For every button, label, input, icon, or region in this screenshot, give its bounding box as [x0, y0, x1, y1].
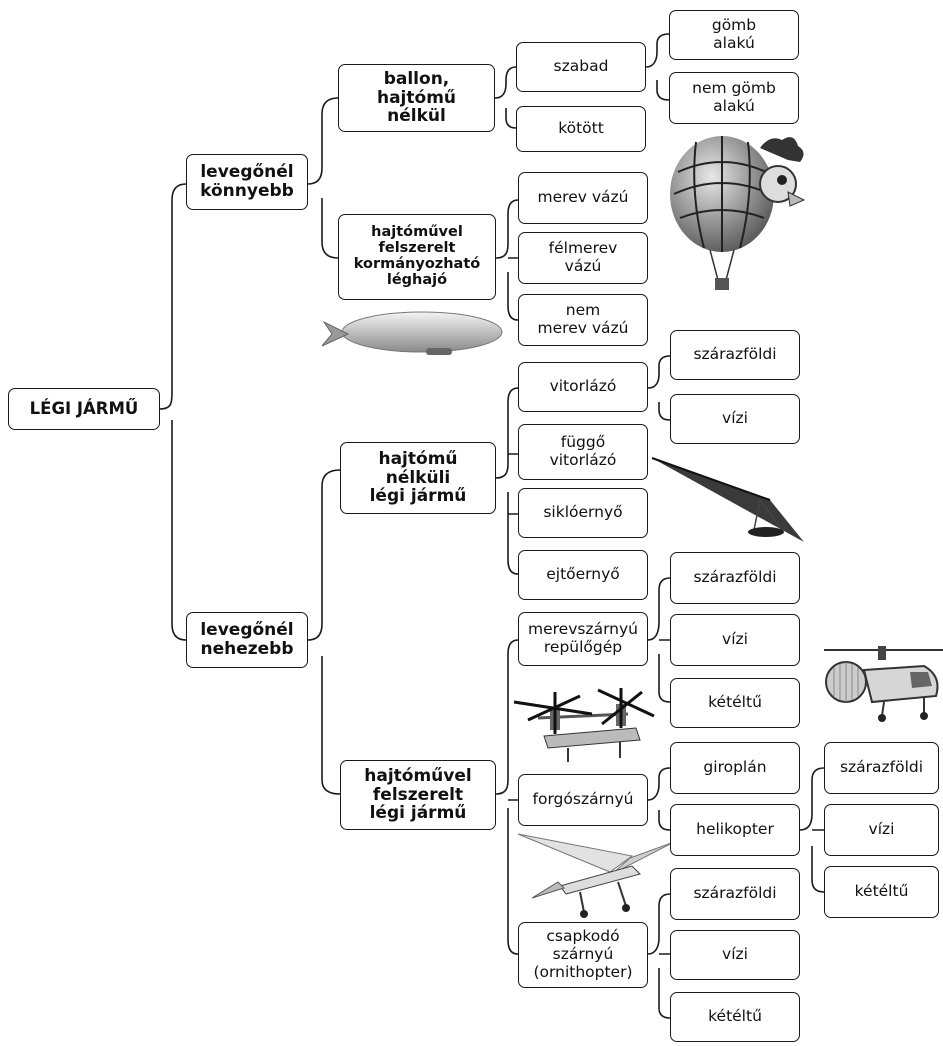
airship-image [321, 311, 503, 355]
node-lighter-than-air: levegőnél könnyebb [186, 154, 308, 210]
connector-helicopter [799, 767, 825, 893]
node-ornithopter-land: szárazföldi [670, 868, 800, 920]
connector-ornithopter [647, 893, 671, 1019]
node-paraglider: siklóernyő [518, 488, 648, 538]
node-rigid: merev vázú [518, 172, 648, 224]
hang-glider-image [651, 457, 804, 542]
node-hang-glider: függő vitorlázó [518, 424, 648, 480]
helicopter-image [824, 646, 943, 722]
connector-rotary [647, 767, 671, 831]
node-root: LÉGI JÁRMŰ [8, 388, 160, 430]
connector-unpowered [495, 387, 519, 575]
connector-glider [647, 355, 671, 421]
node-autogyro: giroplán [670, 742, 800, 794]
connector-heavier [307, 469, 341, 795]
connector-airship [495, 199, 519, 321]
node-balloon: ballon, hajtómű nélkül [338, 64, 495, 132]
node-fixed-wing-amphibious: kétéltű [670, 678, 800, 728]
node-rotary-wing: forgószárnyú [518, 774, 648, 826]
node-tethered-balloon: kötött [516, 106, 646, 152]
connector-balloon [494, 66, 517, 129]
node-non-rigid: nem merev vázú [518, 294, 648, 346]
node-helicopter: helikopter [670, 804, 800, 856]
node-glider: vitorlázó [518, 362, 648, 412]
node-helicopter-amphibious: kétéltű [824, 866, 939, 918]
node-glider-water: vízi [670, 394, 800, 444]
connector-lighter [307, 97, 339, 259]
node-ornithopter: csapkodó szárnyú (ornithopter) [518, 922, 648, 988]
connector-root [159, 183, 187, 641]
node-unpowered-aircraft: hajtómű nélküli légi jármű [340, 442, 496, 514]
ornithopter-image [517, 833, 674, 918]
connector-fixedwing [647, 577, 671, 703]
node-fixed-wing-water: vízi [670, 614, 800, 666]
connector-powered [495, 639, 519, 955]
node-spherical: gömb alakú [669, 10, 799, 60]
node-fixed-wing: merevszárnyú repülőgép [518, 612, 648, 666]
node-ornithopter-water: vízi [670, 930, 800, 980]
node-parachute: ejtőernyő [518, 550, 648, 600]
tiltrotor-aircraft-image [513, 688, 655, 762]
node-heavier-than-air: levegőnél nehezebb [186, 612, 308, 668]
node-free-balloon: szabad [516, 42, 646, 92]
node-fixed-wing-land: szárazföldi [670, 552, 800, 604]
node-airship: hajtóművel felszerelt kormányozható légh… [338, 214, 496, 300]
node-helicopter-water: vízi [824, 804, 939, 856]
node-ornithopter-amphibious: kétéltű [670, 992, 800, 1042]
hot-air-balloon-image [670, 136, 806, 290]
connector-free [645, 33, 670, 101]
node-semi-rigid: félmerev vázú [518, 232, 648, 284]
node-non-spherical: nem gömb alakú [669, 72, 799, 124]
node-glider-land: szárazföldi [670, 330, 800, 380]
node-powered-aircraft: hajtóművel felszerelt légi jármű [340, 760, 496, 830]
node-helicopter-land: szárazföldi [824, 742, 939, 794]
